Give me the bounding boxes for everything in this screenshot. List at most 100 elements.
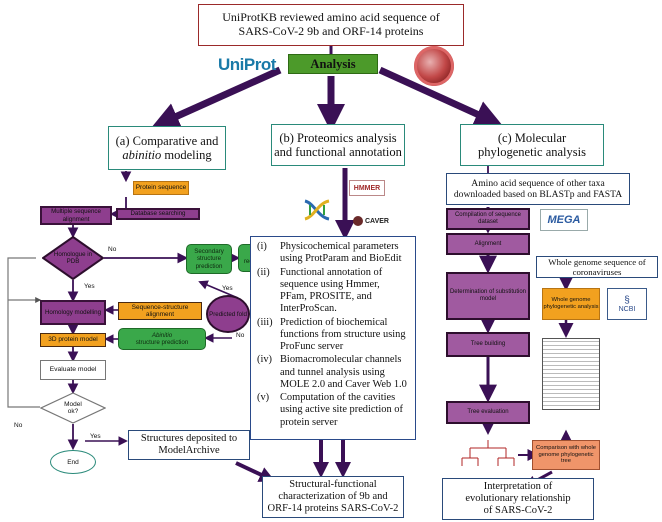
abinitio-structure-italic: Abinitio <box>151 331 173 339</box>
ncbi-logo-text: NCBI <box>618 305 636 313</box>
caver-logo: CAVER <box>352 212 390 230</box>
structural-functional-line-3: ORF-14 proteins SARS-CoV-2 <box>267 503 399 515</box>
uniprot-logo: UniProt <box>218 55 276 75</box>
dna-tool-icon <box>302 197 332 223</box>
yes-label-fold: Yes <box>222 285 233 292</box>
no-label-model-ok: No <box>14 422 23 429</box>
structural-functional-box: Structural-functional characterization o… <box>262 476 404 518</box>
whole-genome-sequence-box: Whole genome sequence of coronaviruses <box>536 256 658 278</box>
proteomics-item-1-text: Physicochemical parameters using ProtPar… <box>280 241 402 265</box>
homologue-pdb-diamond: Homologue in PDB <box>41 235 105 281</box>
caver-logo-text: CAVER <box>365 217 389 225</box>
other-taxa-box: Amino acid sequence of other taxa downlo… <box>446 173 630 205</box>
database-searching-box: Database searching <box>116 208 200 220</box>
section-a-line-2: abinitio modeling <box>122 148 211 162</box>
protein-sequence-box: Protein sequence <box>133 181 189 195</box>
homologue-pdb-diamond-shape <box>41 235 105 281</box>
whole-genome-analysis-box: Whole genome phylogenetic analysis <box>542 288 600 320</box>
proteomics-item-3: (iii) Prediction of biochemical functions… <box>257 317 409 354</box>
ncbi-logo: § NCBI <box>607 288 647 320</box>
proteomics-item-2: (ii)Functional annotation of sequence us… <box>257 267 409 316</box>
tree-evaluation-label: Tree evaluation <box>467 409 509 416</box>
end-label: End <box>67 458 79 466</box>
alignment-box: Alignment <box>446 233 530 255</box>
tree-icon <box>461 440 515 466</box>
section-c-header: (c) Molecular phylogenetic analysis <box>460 124 604 166</box>
model-3d-label: 3D protein model <box>48 336 98 344</box>
analysis-label: Analysis <box>310 56 356 71</box>
section-c-line-2: phylogenetic analysis <box>478 145 586 159</box>
analysis-box: Analysis <box>288 54 378 74</box>
compilation-box: Compilation of sequence dataset <box>446 208 530 230</box>
proteomics-item-4-text: Biomacromolecular channels and tunnel an… <box>280 354 407 390</box>
msa-box: Multiple sequence alignment <box>40 206 112 225</box>
substitution-model-box: Determination of substitution model <box>446 272 530 320</box>
whole-genome-analysis-label: Whole genome phylogenetic analysis <box>543 297 599 310</box>
interpretation-line-1: Interpretation of <box>483 480 553 492</box>
yes-label-model-ok: Yes <box>90 433 101 440</box>
caver-logo-icon <box>353 216 363 226</box>
predicted-fold-label: Predicted fold <box>209 310 247 318</box>
hmmer-logo-text: HMMER <box>353 184 381 192</box>
tree-evaluation-box: Tree evaluation <box>446 401 530 424</box>
section-b-line-1: (b) Proteomics analysis <box>279 130 397 145</box>
mega-logo-text: MEGA <box>547 214 581 226</box>
interpretation-line-2: evolutionary relationship <box>465 492 571 504</box>
homology-modelling-label: Homology modelling <box>44 308 102 316</box>
other-taxa-line-2: downloaded based on BLASTp and FASTA <box>453 189 623 200</box>
proteomics-item-3-text: Prediction of biochemical functions from… <box>280 316 406 353</box>
proteomics-item-1: (i) Physicochemical parameters using Prot… <box>257 241 409 266</box>
structural-functional-line-1: Structural-functional <box>289 478 377 490</box>
proteomics-item-5-num: (v) <box>257 392 270 404</box>
structures-deposited-box: Structures deposited to ModelArchive <box>128 430 250 460</box>
proteomics-item-5: (v)Computation of the cavities using act… <box>257 392 409 429</box>
abinitio-structure-label: structure prediction <box>135 339 189 346</box>
no-label-homologue: No <box>108 246 117 253</box>
proteomics-item-2-text: Functional annotation of sequence using … <box>280 266 383 315</box>
model-ok-diamond-shape <box>39 392 107 424</box>
proteomics-item-3-num: (iii) <box>257 316 273 328</box>
msa-label: Multiple sequence alignment <box>51 208 101 223</box>
compilation-label: Compilation of sequence dataset <box>454 212 522 225</box>
substitution-model-label: Determination of substitution model <box>449 289 527 302</box>
section-c-line-1: (c) Molecular <box>497 130 567 145</box>
interpretation-line-3: of SARS-CoV-2 <box>483 505 553 517</box>
protein-sequence-label: Protein sequence <box>135 184 187 192</box>
hmmer-logo: HMMER <box>349 180 385 196</box>
structures-deposited-line-1: Structures deposited to <box>140 432 238 444</box>
model-ok-label: Model ok? <box>64 400 82 415</box>
homology-modelling-box: Homology modelling <box>40 300 106 325</box>
top-title-line-2: SARS-CoV-2 9b and ORF-14 proteins <box>238 24 424 38</box>
other-taxa-line-1: Amino acid sequence of other taxa <box>471 177 605 189</box>
whole-genome-sequence-line-1: Whole genome sequence of <box>548 256 646 267</box>
proteomics-item-4: (iv)Biomacromolecular channels and tunne… <box>257 354 409 391</box>
alignment-label: Alignment <box>474 240 502 247</box>
tree-building-box: Tree building <box>446 332 530 357</box>
phylogenetic-tree-image <box>542 338 600 410</box>
evaluate-model-label: Evaluate model <box>49 366 97 374</box>
database-searching-label: Database searching <box>130 210 186 218</box>
end-circle: End <box>50 450 96 474</box>
top-title-line-1: UniProtKB reviewed amino acid sequence o… <box>222 10 440 25</box>
no-label-fold: No <box>236 332 245 339</box>
coronavirus-image <box>414 46 454 86</box>
tree-building-label: Tree building <box>470 341 506 348</box>
homologue-pdb-label: Homologue in PDB <box>53 250 93 265</box>
section-a-modeling: modeling <box>161 148 212 162</box>
secondary-structure-label: Secondary structure prediction <box>194 248 224 270</box>
whole-genome-sequence-line-2: coronaviruses <box>572 267 622 277</box>
predicted-fold-circle: Predicted fold <box>206 295 250 333</box>
model-ok-diamond: Model ok? <box>39 392 107 424</box>
section-a-header: (a) Comparative and abinitio modeling <box>108 126 226 170</box>
structures-deposited-line-2: ModelArchive <box>158 445 220 456</box>
proteomics-list-box: (i) Physicochemical parameters using Prot… <box>250 236 416 440</box>
top-title-box: UniProtKB reviewed amino acid sequence o… <box>198 4 464 46</box>
seq-struct-alignment-box: Sequence-structure alignment <box>118 302 202 320</box>
section-b-line-2: and functional annotation <box>274 145 402 159</box>
abinitio-structure-box: Abinitio structure prediction <box>118 328 206 350</box>
mega-logo: MEGA <box>540 209 588 231</box>
interpretation-box: Interpretation of evolutionary relations… <box>442 478 594 520</box>
proteomics-item-1-num: (i) <box>257 241 267 252</box>
uniprot-logo-text: UniProt <box>218 55 276 74</box>
dna-tool-icon-shape <box>304 199 330 221</box>
